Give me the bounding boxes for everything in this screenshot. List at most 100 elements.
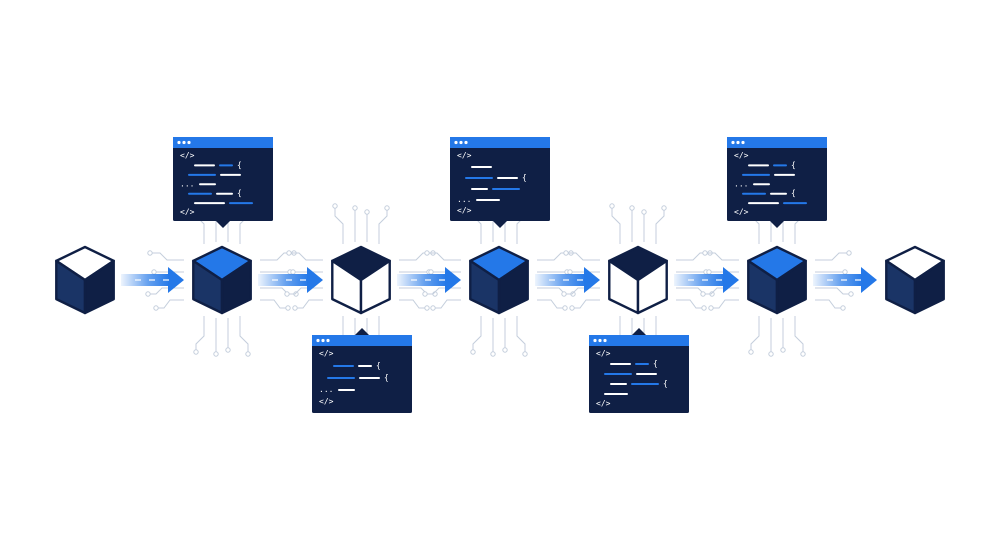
window-dot-icon <box>316 338 320 343</box>
code-line-bar <box>773 164 787 167</box>
code-line-bar <box>358 365 372 367</box>
code-line-bar <box>220 173 241 176</box>
window-title-bar <box>312 335 412 346</box>
window-dot-icon <box>321 338 325 343</box>
window-dot-icon <box>182 140 186 145</box>
code-brace: { <box>237 189 242 198</box>
arrow-right-icon <box>674 267 739 293</box>
code-panel-3: </> {... </> <box>450 137 550 228</box>
code-line-bar <box>748 164 769 167</box>
code-glyph: </> <box>596 399 611 408</box>
arrow-right-icon <box>121 267 184 293</box>
code-panel-5: </> {... { </> <box>727 137 827 228</box>
window-dot-icon <box>603 338 607 343</box>
code-line-bar <box>753 183 770 186</box>
code-line-bar <box>216 192 233 195</box>
code-glyph: </> <box>734 208 749 217</box>
code-brace: { <box>237 160 242 169</box>
code-line-bar <box>465 177 493 179</box>
code-line-bar <box>471 166 492 168</box>
window-title-bar <box>727 137 827 148</box>
window-dot-icon <box>598 338 602 343</box>
code-line-bar <box>610 383 627 385</box>
window-title-bar <box>450 137 550 148</box>
code-line-bar <box>604 393 628 395</box>
code-line-bar <box>476 199 500 201</box>
code-line-bar <box>333 365 354 367</box>
code-panel-2: </> {{... </> <box>312 328 412 413</box>
code-line-bar <box>199 183 216 186</box>
arrow-right-icon <box>397 267 461 293</box>
code-line-bar <box>359 377 380 379</box>
window-dot-icon <box>177 140 181 145</box>
code-line-bar <box>219 164 233 167</box>
window-dot-icon <box>187 140 191 145</box>
window-dot-icon <box>459 140 463 145</box>
code-panel-1: </> {... { </> <box>173 137 273 228</box>
code-brace: { <box>791 189 796 198</box>
pipeline-nodes <box>55 245 945 315</box>
window-dot-icon <box>464 140 468 145</box>
code-brace: { <box>522 173 527 182</box>
code-glyph: </> <box>180 208 195 217</box>
code-glyph: </> <box>734 151 749 160</box>
window-dot-icon <box>326 338 330 343</box>
cube-icon <box>608 245 668 315</box>
cube-icon <box>885 245 945 315</box>
code-line-bar <box>194 164 215 167</box>
cube-icon <box>469 245 529 315</box>
arrow-right-icon <box>535 267 600 293</box>
arrow-right-icon <box>258 267 323 293</box>
code-glyph: </> <box>457 151 472 160</box>
code-glyph: </> <box>319 397 334 406</box>
code-line-bar <box>783 202 807 205</box>
code-line-bar <box>492 188 520 190</box>
code-line-bar <box>635 363 649 365</box>
code-glyph: </> <box>180 151 195 160</box>
window-dot-icon <box>454 140 458 145</box>
code-brace: { <box>653 359 658 368</box>
code-glyph: </> <box>596 349 611 358</box>
code-line-bar <box>497 177 518 179</box>
code-glyph: </> <box>319 349 334 358</box>
code-line-bar <box>748 202 779 205</box>
window-title-bar <box>173 137 273 148</box>
window-title-bar <box>589 335 689 346</box>
code-line-bar <box>188 173 216 176</box>
code-brace: { <box>791 160 796 169</box>
code-glyph: ... <box>180 179 194 188</box>
window-dot-icon <box>736 140 740 145</box>
code-line-bar <box>636 373 657 375</box>
code-line-bar <box>327 377 355 379</box>
code-line-bar <box>229 202 253 205</box>
code-line-bar <box>338 389 355 391</box>
code-line-bar <box>194 202 225 205</box>
code-glyph: ... <box>734 179 748 188</box>
code-line-bar <box>774 173 795 176</box>
cube-icon <box>331 245 391 315</box>
code-brace: { <box>384 373 389 382</box>
window-dot-icon <box>731 140 735 145</box>
code-line-bar <box>471 188 488 190</box>
code-line-bar <box>188 192 212 195</box>
code-line-bar <box>631 383 659 385</box>
window-dot-icon <box>593 338 597 343</box>
code-glyph: ... <box>457 195 471 204</box>
code-glyph: </> <box>457 206 472 215</box>
code-panel-4: </> { { </> <box>589 328 689 413</box>
code-panels: </>{...{</></>{{...</></>{...</></>{{</>… <box>173 137 827 413</box>
cube-icon <box>192 245 252 315</box>
cube-icon <box>55 245 115 315</box>
code-line-bar <box>610 363 631 365</box>
code-line-bar <box>770 192 787 195</box>
arrow-right-icon <box>813 267 877 293</box>
code-brace: { <box>663 379 668 388</box>
cube-icon <box>747 245 807 315</box>
code-line-bar <box>604 373 632 375</box>
code-line-bar <box>742 173 770 176</box>
code-glyph: ... <box>319 385 333 394</box>
code-line-bar <box>742 192 766 195</box>
window-dot-icon <box>741 140 745 145</box>
code-brace: { <box>376 361 381 370</box>
